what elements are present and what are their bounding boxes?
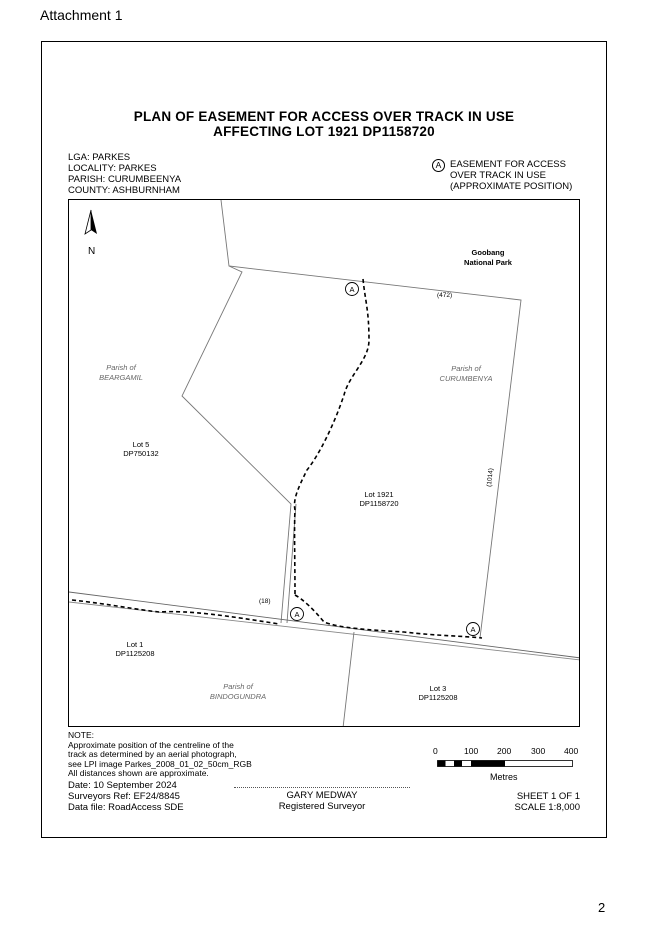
parish-beargamil-2: BEARGAMIL [99,373,143,382]
scale-tick-100: 100 [464,746,479,756]
page-number: 2 [598,900,606,915]
scale-tick-300: 300 [531,746,546,756]
track-east [294,594,483,639]
legend-line1: EASEMENT FOR ACCESS [450,159,566,170]
legend-line2: OVER TRACK IN USE [450,170,546,181]
footer-date: Date: 10 September 2024 [68,780,177,791]
note-line4: All distances shown are approximate. [68,768,209,778]
legend-easement-symbol: A [432,159,445,172]
parish-bindogundra-2: BINDOGUNDRA [209,692,267,701]
signature-line [234,787,410,788]
surveyor-title: Registered Surveyor [278,801,366,812]
legend-line3: (APPROXIMATE POSITION) [450,181,573,192]
lot3-boundary [342,631,355,726]
road-south-edge [69,601,579,661]
footer-left: Date: 10 September 2024 Surveyors Ref: E… [68,780,184,813]
scale-unit: Metres [490,772,518,782]
lot1-label-1: Lot 1 [126,640,144,649]
plan-frame [41,41,607,838]
easement-track [71,278,483,639]
parish-curumbenya-1: Parish of [451,364,481,373]
parish-beargamil-1: Parish of [106,363,136,372]
dimension-18: (18) [259,598,271,605]
goobang-label-1: Goobang [471,248,505,257]
north-arrow-icon [84,209,97,235]
sheet-text: SHEET 1 OF 1 [516,791,580,802]
note-line2: track as determined by an aerial photogr… [68,749,237,759]
scale-bar-ticks: 0 100 200 300 400 [428,746,578,758]
map-drawing [69,200,579,726]
footer-right: SHEET 1 OF 1 SCALE 1:8,000 [470,791,581,813]
dimension-472: (472) [437,292,453,299]
road-north-edge [69,591,579,659]
locality-text: LOCALITY: PARKES [68,163,157,174]
track-west [71,599,280,625]
easement-marker-east-label: A [470,625,476,634]
lot5-label-1: Lot 5 [132,440,150,449]
goobang-label-2: National Park [464,258,512,267]
footer-surveyors-ref: Surveyors Ref: EF24/8845 [68,791,180,802]
parish-text: PARISH: CURUMBEENYA [68,174,182,185]
location-info: LGA: PARKES LOCALITY: PARKES PARISH: CUR… [68,152,181,196]
attachment-label: Attachment 1 [40,7,123,23]
scale-bar-graphic [437,760,573,767]
surveyor-name: GARY MEDWAY [286,790,358,801]
parish-curumbenya-2: CURUMBENYA [439,374,493,383]
lot1921-label-2: DP1158720 [359,499,399,508]
track-main [293,278,370,596]
county-text: COUNTY: ASHBURNHAM [68,185,180,196]
note-block: NOTE: Approximate position of the centre… [68,730,252,779]
scale-tick-0: 0 [433,746,438,756]
note-line1: Approximate position of the centreline o… [68,739,234,750]
lot5-label-2: DP750132 [123,449,159,458]
note-line3: see LPI image Parkes_2008_01_02_50cm_RGB [68,758,252,769]
lot1921-label-1: Lot 1921 [364,490,394,499]
note-heading: NOTE: [68,730,94,740]
easement-markers [290,282,480,636]
parish-bindogundra-1: Parish of [223,682,253,691]
easement-marker-north-label: A [349,285,355,294]
lot3-label-2: DP1125208 [418,693,458,702]
easement-marker-south [290,607,304,621]
easement-marker-north [345,282,359,296]
lot5-boundary [181,265,292,624]
lot1921-boundary [220,200,522,639]
footer-data-file: Data file: RoadAccess SDE [68,802,184,813]
scale-tick-200: 200 [497,746,512,756]
easement-marker-east [466,622,480,636]
lot1-label-2: DP1125208 [115,649,155,658]
scale-text: SCALE 1:8,000 [514,802,581,813]
lot3-label-1: Lot 3 [429,684,447,693]
north-label: N [88,246,96,257]
legend-text: EASEMENT FOR ACCESS OVER TRACK IN USE (A… [450,159,572,192]
footer-surveyor: GARY MEDWAY Registered Surveyor [234,790,410,812]
plan-title-line1: PLAN OF EASEMENT FOR ACCESS OVER TRACK I… [133,109,515,124]
lot-boundaries [69,200,579,726]
plan-title-line2: AFFECTING LOT 1921 DP1158720 [213,124,435,139]
scale-tick-400: 400 [564,746,579,756]
easement-marker-south-label: A [294,610,300,619]
lga-text: LGA: PARKES [68,152,131,163]
map-area: N Goobang National Park Parish of BEARGA… [68,199,580,727]
